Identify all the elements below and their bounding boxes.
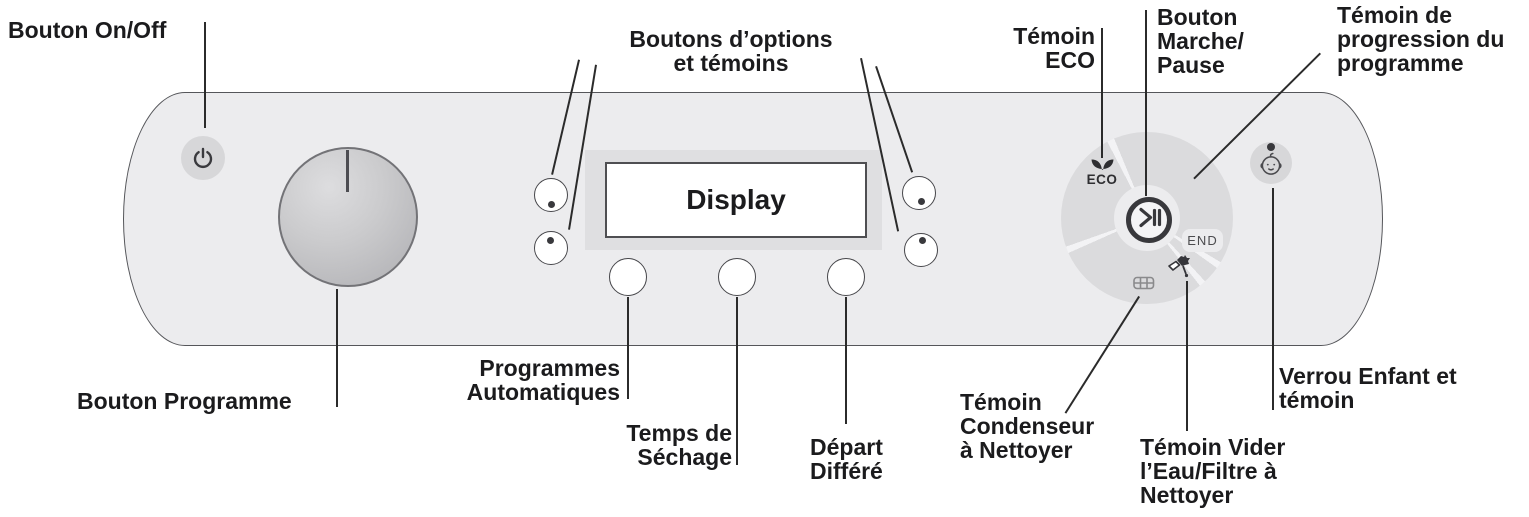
option-button-4[interactable] xyxy=(904,233,938,267)
drying-time-button[interactable] xyxy=(718,258,756,296)
baby-face-icon xyxy=(1257,151,1285,184)
label-marche-pause: Bouton Marche/ Pause xyxy=(1157,4,1244,78)
display: Display xyxy=(605,162,867,238)
leader-on-off xyxy=(204,22,206,128)
label-options: Boutons d’options et témoins xyxy=(629,26,833,76)
play-pause-icon xyxy=(1137,205,1162,235)
label-on-off: Bouton On/Off xyxy=(8,17,167,43)
label-temps-sechage: Temps de Séchage xyxy=(626,420,732,470)
auto-programs-button[interactable] xyxy=(609,258,647,296)
label-progression: Témoin de progression du programme xyxy=(1337,2,1505,76)
child-lock-led-dot xyxy=(1267,143,1275,151)
leader-programme xyxy=(336,289,338,407)
leader-verrou xyxy=(1272,188,1274,410)
start-pause-button[interactable] xyxy=(1126,197,1172,243)
label-prog-auto: Programmes Automatiques xyxy=(466,355,620,405)
indicator-dot xyxy=(917,197,925,205)
end-indicator: END xyxy=(1182,229,1223,252)
label-temoin-eco: Témoin ECO xyxy=(1013,23,1095,73)
eco-indicator-label: ECO xyxy=(1086,172,1118,187)
indicator-dot xyxy=(546,236,554,244)
leader-marche-pause xyxy=(1145,10,1147,196)
option-button-1[interactable] xyxy=(534,178,568,212)
leader-prog-auto xyxy=(627,297,629,399)
drain-filter-icon xyxy=(1167,254,1193,285)
label-programme: Bouton Programme xyxy=(77,388,292,414)
label-vider: Témoin Vider l’Eau/Filtre à Nettoyer xyxy=(1140,434,1286,508)
leader-temoin-eco xyxy=(1101,28,1103,158)
on-off-button[interactable] xyxy=(181,136,225,180)
delayed-start-button[interactable] xyxy=(827,258,865,296)
leader-depart-differe xyxy=(845,297,847,424)
option-button-2[interactable] xyxy=(534,231,568,265)
label-verrou: Verrou Enfant et témoin xyxy=(1279,363,1457,413)
label-condenseur: Témoin Condenseur à Nettoyer xyxy=(960,389,1095,463)
option-button-3[interactable] xyxy=(902,176,936,210)
indicator-dot xyxy=(918,236,926,244)
leader-temps-sechage xyxy=(736,297,738,465)
label-depart-differe: Départ Différé xyxy=(810,434,883,484)
knob-pointer xyxy=(346,150,349,192)
indicator-dot xyxy=(547,200,555,208)
eco-leaves-icon xyxy=(1089,155,1116,175)
leader-vider xyxy=(1186,281,1188,431)
power-icon xyxy=(191,146,215,170)
condenser-icon xyxy=(1133,276,1155,295)
